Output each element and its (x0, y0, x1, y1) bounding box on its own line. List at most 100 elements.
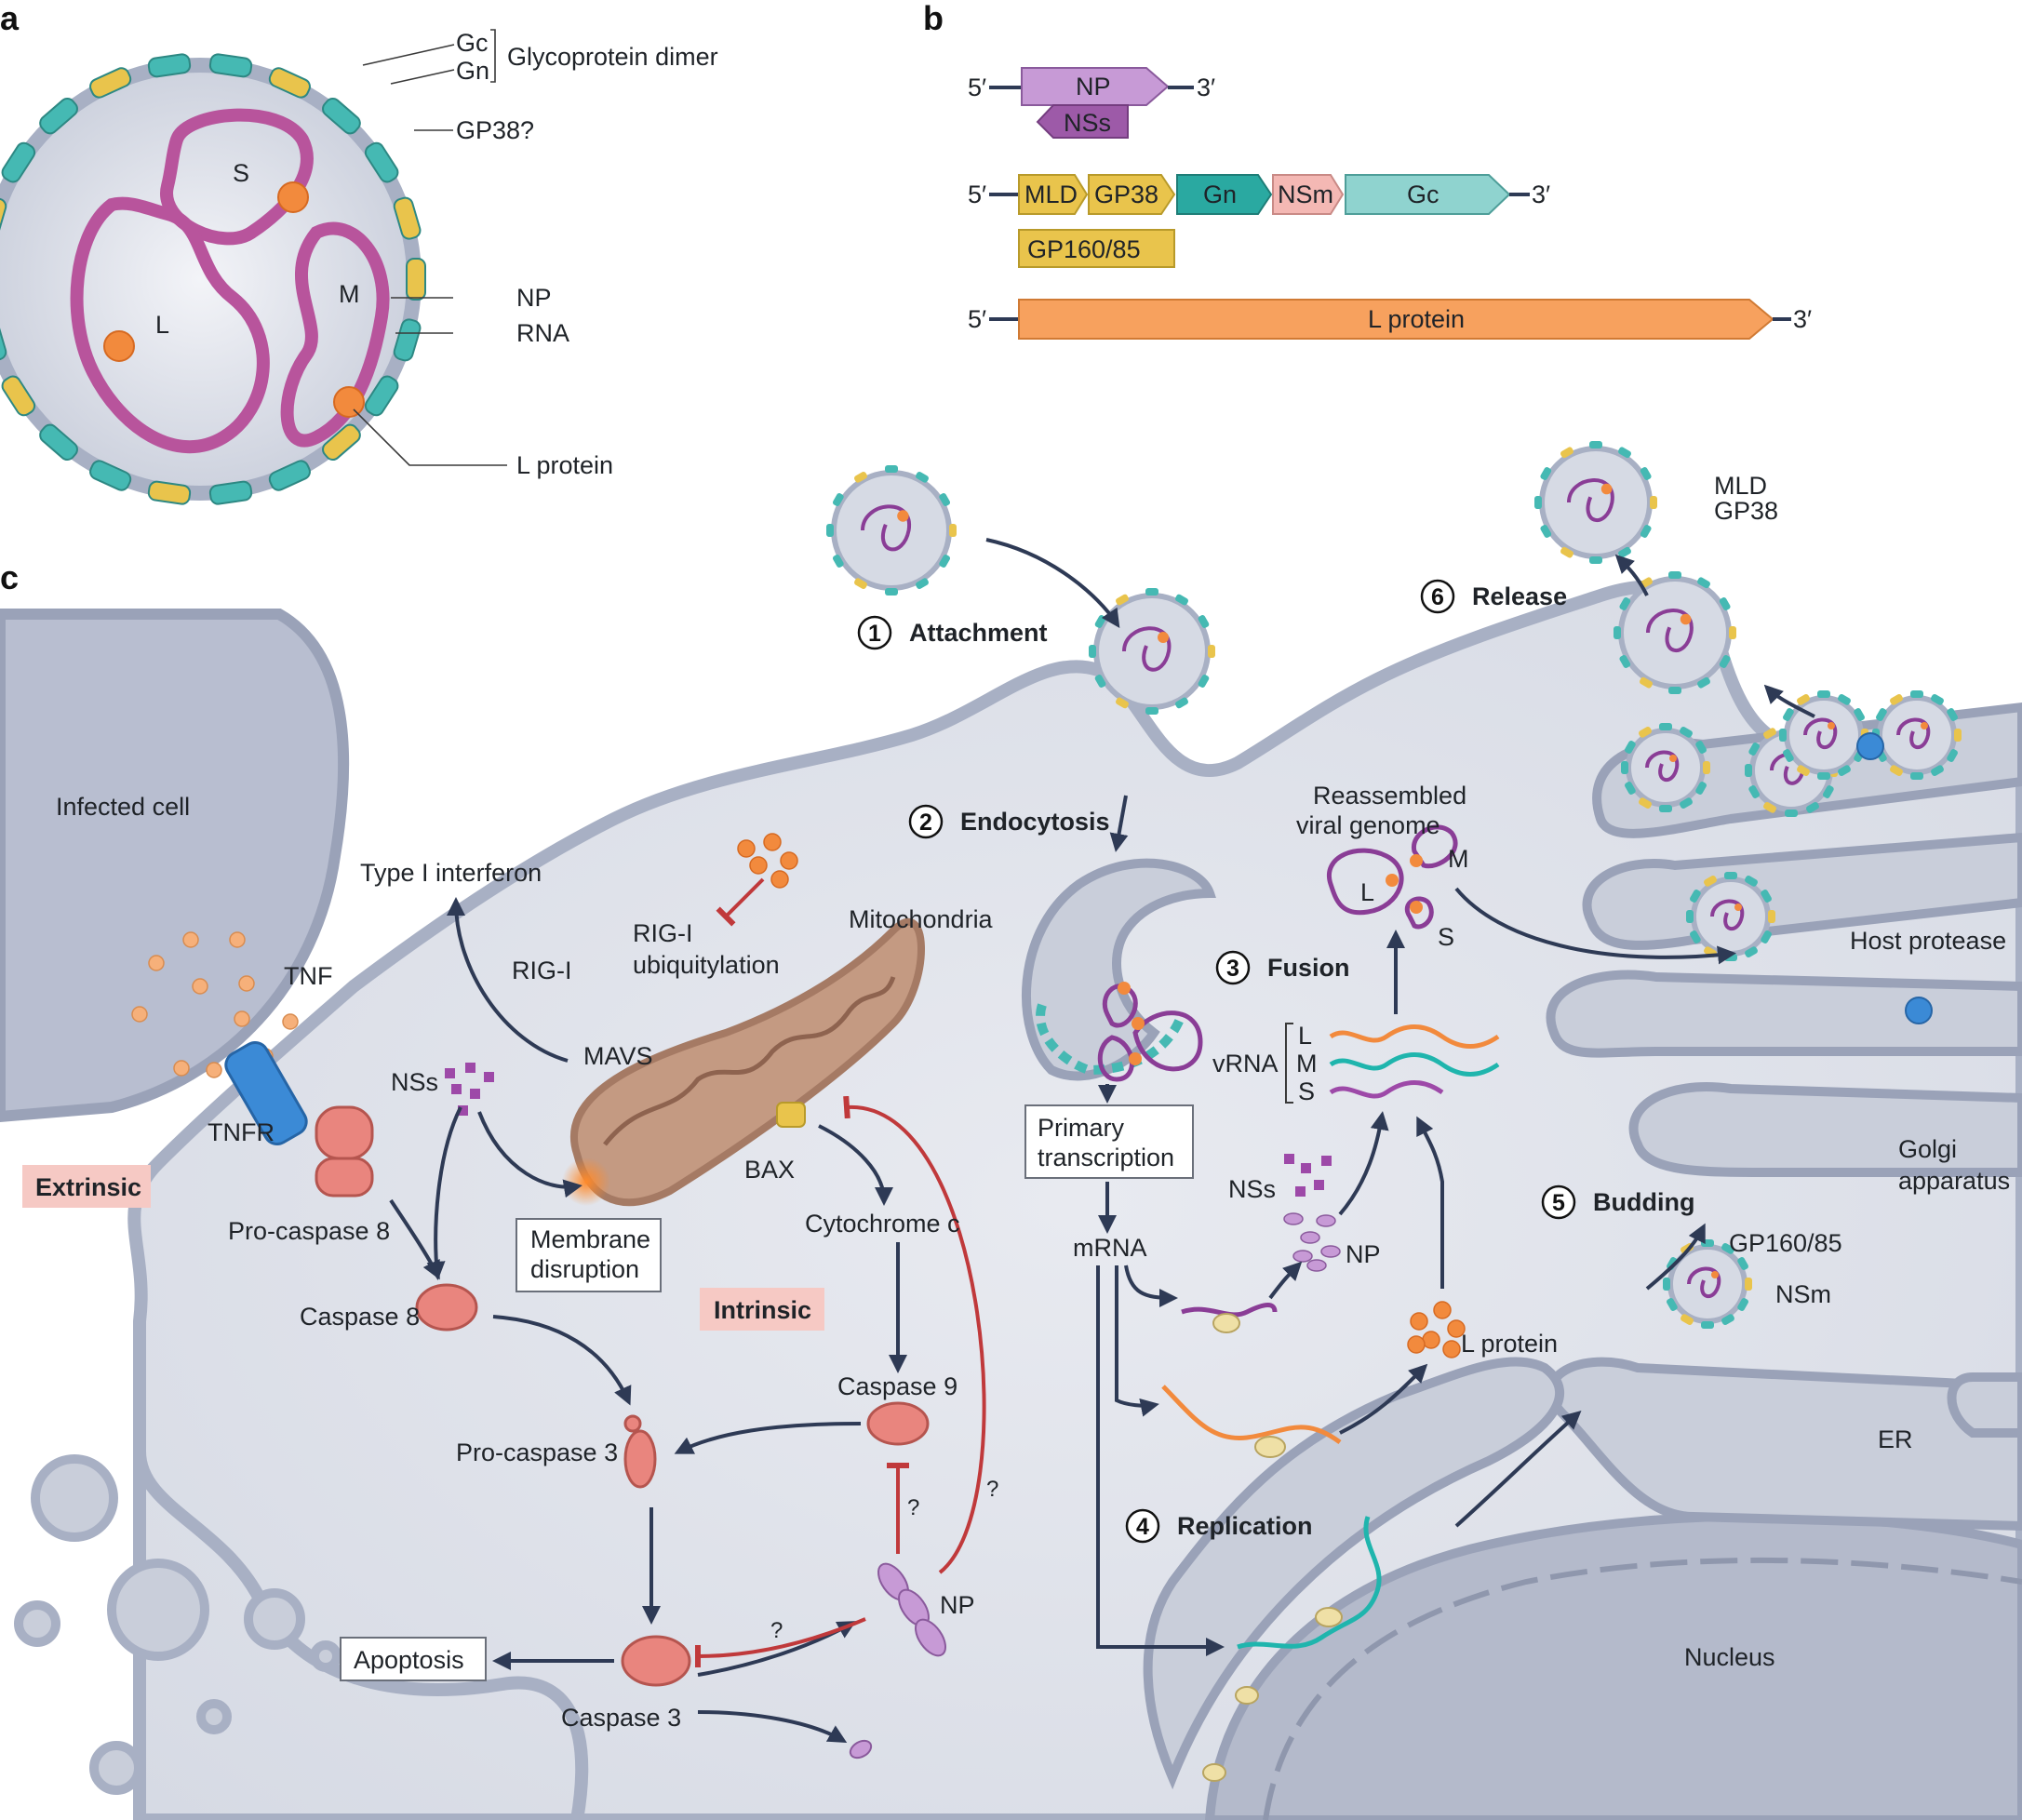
mini-virion (1686, 872, 1775, 961)
er-label: ER (1878, 1425, 1913, 1453)
gp38-spike (268, 67, 311, 99)
endosome (1021, 858, 1216, 1081)
gn-label: Gn (456, 57, 489, 85)
glycoprotein-spike (1, 141, 36, 183)
caspases (415, 1283, 930, 1687)
vrna-strands (1285, 1023, 1500, 1104)
glycoprotein-spike (147, 53, 192, 78)
step-2: 2 Endocytosis (908, 804, 1110, 839)
mini-virion (1614, 571, 1736, 694)
m-three-prime: 3′ (1532, 181, 1550, 208)
svg-text:2: 2 (919, 810, 932, 836)
glycoprotein-spike (364, 141, 399, 183)
tnfr-label: TNFR (208, 1118, 275, 1146)
svg-text:Endocytosis: Endocytosis (960, 808, 1110, 836)
gp38-label-c: GP38 (1714, 497, 1778, 525)
vrna-l-label: L (1298, 1022, 1312, 1050)
panel-a-letter: a (0, 0, 20, 37)
question-mark-3: ? (770, 1618, 783, 1643)
molecules (131, 732, 1933, 1358)
vrna-m-label: M (1296, 1050, 1318, 1077)
tnf-label: TNF (284, 962, 332, 990)
question-mark-2: ? (907, 1495, 919, 1520)
caspase-8-label: Caspase 8 (300, 1303, 420, 1331)
glycoprotein-spike (393, 318, 422, 362)
gp38-gene: GP38 (1094, 181, 1158, 208)
rig-i-ub-label-2: ubiquitylation (633, 951, 780, 979)
vrna-s-label: S (1298, 1077, 1315, 1105)
reassembled-label-1: Reassembled (1313, 782, 1466, 810)
nsm-label: NSm (1775, 1280, 1831, 1308)
mini-virion (1872, 690, 1962, 780)
svg-text:Budding: Budding (1593, 1188, 1694, 1216)
np-label: NP (516, 284, 552, 312)
svg-text:4: 4 (1136, 1514, 1149, 1540)
infected-cell-label: Infected cell (56, 793, 190, 821)
gc-gene: Gc (1407, 181, 1440, 208)
gp38-spike (147, 480, 192, 505)
l-three-prime: 3′ (1793, 305, 1812, 333)
segment-l-label: L (155, 311, 169, 339)
gp38-spike (1, 375, 36, 417)
bax-label: BAX (744, 1156, 795, 1184)
panel-c-labels: Type I interferon TNF TNFR Extrinsic Int… (35, 472, 2006, 1732)
membrane-label-1: Membrane (530, 1225, 650, 1253)
pathway-arrows (389, 538, 1815, 1743)
panel-a-leaders (353, 29, 507, 466)
gp38-spike (0, 196, 7, 240)
nss-label: NSs (391, 1068, 438, 1096)
np-label-2: NP (1346, 1240, 1381, 1268)
genome-m-label: M (1448, 845, 1469, 873)
svg-text:Attachment: Attachment (909, 619, 1048, 647)
glycoprotein-spike (208, 480, 253, 505)
fusion-rnps (1097, 982, 1203, 1082)
l-segment: 5′ L protein 3′ (968, 299, 1812, 340)
l-protein-label: L protein (516, 451, 613, 479)
mini-virion (826, 465, 957, 596)
svg-text:1: 1 (868, 621, 881, 647)
intrinsic-label: Intrinsic (714, 1296, 811, 1324)
primary-transcription-label-2: transcription (1038, 1144, 1174, 1171)
glycoprotein-dimer-label: Glycoprotein dimer (507, 43, 718, 71)
gn-gene: Gn (1203, 181, 1237, 208)
gp38-spike (322, 423, 361, 462)
segment-s-label: S (233, 159, 249, 187)
reassembled-genome (1326, 824, 1458, 930)
golgi-label-2: apparatus (1898, 1167, 2010, 1195)
step-1: 1 Attachment (857, 615, 1048, 650)
label-boxes (22, 1104, 1194, 1681)
np-label-c: NP (940, 1591, 975, 1619)
svg-text:Release: Release (1472, 582, 1567, 610)
glycoprotein-spike (268, 460, 311, 491)
glycoprotein-spike (39, 423, 78, 462)
virion-diagram: S M L (0, 53, 426, 505)
extrinsic-label: Extrinsic (35, 1173, 141, 1201)
gp16085-gene: GP160/85 (1027, 235, 1141, 263)
glycoprotein-spike (89, 460, 132, 491)
svg-text:3: 3 (1226, 956, 1239, 982)
question-mark-1: ? (986, 1477, 998, 1502)
apoptosis-label: Apoptosis (354, 1646, 464, 1674)
nsm-gene: NSm (1278, 181, 1333, 208)
m-five-prime: 5′ (968, 181, 986, 208)
virions (826, 441, 1962, 1329)
tnfr-receptor (224, 1040, 374, 1198)
mitochondria-label: Mitochondria (849, 905, 994, 933)
nss-gene: NSs (1064, 109, 1111, 137)
vrna-label: vRNA (1212, 1050, 1279, 1077)
l-five-prime: 5′ (968, 305, 986, 333)
l-gene: L protein (1368, 305, 1465, 333)
glycoprotein-spike (39, 97, 78, 135)
gp38-label: GP38? (456, 116, 534, 144)
svg-text:Fusion: Fusion (1267, 954, 1350, 982)
gp38-spike (89, 67, 132, 99)
rig-i-ub-label-1: RIG-I (633, 919, 693, 947)
reassembled-label-2: viral genome (1296, 811, 1440, 839)
pro-caspase-8-label: Pro-caspase 8 (228, 1217, 390, 1245)
mld-gene: MLD (1024, 181, 1078, 208)
glycoprotein-spike (364, 375, 399, 417)
